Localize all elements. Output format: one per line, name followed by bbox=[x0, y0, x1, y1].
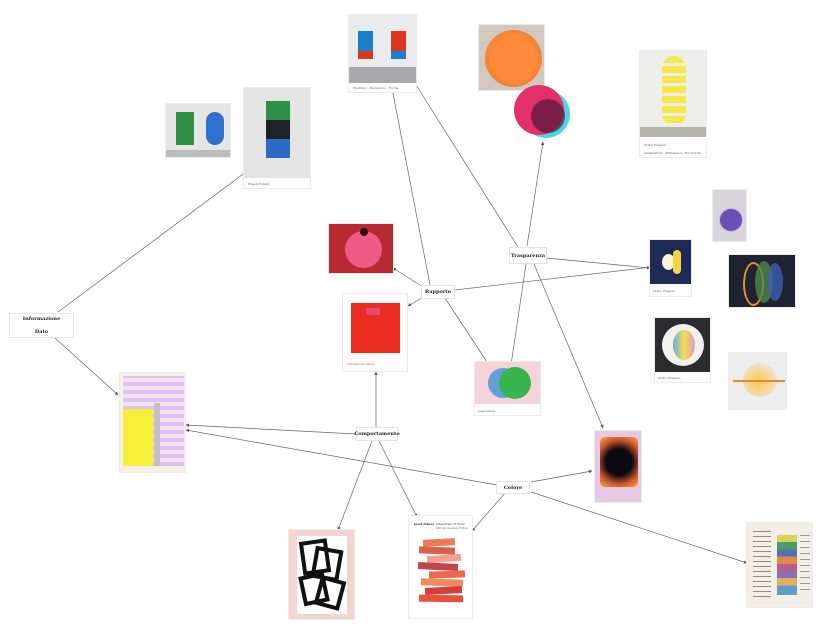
caption-yellow-2: Installazione · Riflessione · Movimento bbox=[644, 151, 702, 155]
edge-trasparenza-bilico bbox=[412, 79, 519, 248]
card-dark-glow[interactable] bbox=[594, 430, 642, 503]
card-yellow-sphere[interactable] bbox=[728, 352, 787, 410]
edge-trasparenza-pinkcircle bbox=[526, 141, 545, 247]
image-floor-grey bbox=[349, 67, 416, 83]
edge-informazione-green bbox=[57, 162, 259, 313]
image-green-panel bbox=[266, 101, 290, 120]
node-informazione-dato[interactable]: Informazione Dato bbox=[9, 313, 74, 338]
image-green-disc bbox=[499, 367, 531, 399]
node-trasparenza-label: Trasparenza bbox=[510, 252, 546, 259]
image-orange-glow bbox=[600, 437, 638, 487]
card-red-square[interactable]: Interazione colore bbox=[342, 293, 408, 372]
node-colore[interactable]: Colore bbox=[496, 481, 530, 494]
edge-trasparenza-lamp bbox=[545, 257, 651, 270]
image-pink-disc bbox=[345, 231, 382, 268]
book-subtitle: 50th Anniversary Edition bbox=[436, 527, 469, 530]
image-multicolor-ring bbox=[673, 330, 695, 360]
image-doc-lines-right bbox=[800, 535, 810, 595]
edge-colore-book bbox=[471, 492, 506, 532]
image-right-red bbox=[391, 31, 406, 51]
node-comportamento[interactable]: Comportamento bbox=[354, 427, 400, 441]
card-circles-installation[interactable]: Olafur Eliasson bbox=[654, 317, 711, 383]
caption-red-square: Interazione colore bbox=[347, 362, 374, 366]
caption-green-circle: Josef Albers bbox=[478, 409, 496, 413]
card-dark-ellipses[interactable] bbox=[728, 254, 796, 308]
caption-lamp: Olafur Eliasson bbox=[653, 289, 676, 293]
card-interaction-of-color-book[interactable]: Josef Albers Interaction of Color 50th A… bbox=[408, 515, 473, 619]
image-dark-dot bbox=[360, 228, 368, 236]
node-rapporto[interactable]: Rapporto bbox=[421, 285, 455, 299]
caption-circles: Olafur Eliasson bbox=[658, 376, 681, 380]
edge-rapporto-bilico bbox=[389, 82, 431, 286]
image-black-panel bbox=[266, 120, 290, 139]
edge-rapporto-pinksquare bbox=[392, 267, 424, 288]
image-left-blue bbox=[358, 31, 373, 51]
edge-rapporto-greencircle bbox=[444, 297, 490, 366]
card-pastel-squares[interactable] bbox=[119, 372, 186, 473]
image-green-rect bbox=[176, 112, 194, 145]
image-stack-4 bbox=[417, 561, 459, 572]
edge-colore-dark bbox=[530, 469, 593, 483]
overlapping-circles bbox=[514, 85, 570, 138]
edge-informazione-pastel bbox=[54, 337, 119, 396]
edge-comportamento-squares bbox=[337, 440, 373, 531]
edge-colore-document bbox=[530, 491, 748, 564]
card-green-circle[interactable]: Josef Albers bbox=[474, 361, 541, 416]
node-trasparenza[interactable]: Trasparenza bbox=[509, 247, 547, 264]
node-colore-label: Colore bbox=[503, 484, 523, 491]
card-orange-disc[interactable] bbox=[478, 24, 545, 91]
edge-rapporto-lamp bbox=[454, 265, 653, 291]
edge-comportamento-book bbox=[378, 440, 418, 518]
image-blue-panel bbox=[266, 139, 290, 158]
card-bilico[interactable]: Equilibrio · Percezione · Forma bbox=[348, 14, 417, 93]
image-floor bbox=[166, 150, 230, 157]
image-yellow-discs bbox=[662, 56, 686, 126]
edge-trasparenza-dark bbox=[533, 263, 604, 429]
image-overlapping-squares bbox=[297, 536, 347, 614]
image-pink-notch bbox=[366, 308, 380, 315]
image-right-blue bbox=[391, 51, 406, 59]
image-sphere-line bbox=[733, 380, 785, 382]
image-light bbox=[662, 254, 675, 270]
image-yellow-light bbox=[673, 250, 681, 274]
card-yellow-installation[interactable]: Olafur Eliasson Installazione · Riflessi… bbox=[639, 50, 707, 158]
image-stack-8 bbox=[418, 594, 464, 603]
image-blue-oval bbox=[206, 112, 224, 145]
image-grey-strip bbox=[154, 403, 160, 466]
card-color-document[interactable] bbox=[746, 522, 813, 608]
caption-kelly: Ellsworth Kelly bbox=[248, 182, 270, 186]
image-yellow-block bbox=[123, 409, 153, 466]
edge-comportamento-pastel bbox=[185, 423, 357, 435]
edge-trasparenza-greencircle bbox=[509, 263, 527, 366]
node-comportamento-label: Comportamento bbox=[354, 431, 400, 437]
card-purple-ring[interactable] bbox=[712, 189, 747, 242]
caption-bilico: Equilibrio · Percezione · Forma bbox=[353, 86, 399, 90]
node-rapporto-label: Rapporto bbox=[424, 289, 452, 295]
caption-yellow-1: Olafur Eliasson bbox=[644, 143, 667, 147]
image-left-red bbox=[358, 51, 373, 59]
card-black-squares[interactable] bbox=[288, 529, 355, 620]
node-dato-label: Dato bbox=[34, 329, 49, 335]
card-pink-circle[interactable] bbox=[328, 223, 394, 274]
node-informazione-label: Informazione bbox=[22, 316, 61, 322]
card-green-blue-shapes[interactable] bbox=[165, 103, 231, 158]
image-installation-floor bbox=[640, 127, 706, 137]
image-orange-circle bbox=[485, 30, 542, 87]
book-title: Interaction of Color bbox=[436, 522, 465, 526]
image-color-bars bbox=[777, 535, 797, 595]
card-kelly-panels[interactable]: Ellsworth Kelly bbox=[243, 87, 311, 189]
edge-colore-pastel bbox=[185, 428, 498, 486]
card-lamp[interactable]: Olafur Eliasson bbox=[649, 239, 692, 297]
book-author: Josef Albers bbox=[414, 522, 435, 526]
image-stack-5 bbox=[428, 570, 466, 579]
image-stack-2 bbox=[418, 546, 456, 555]
image-purple-disc bbox=[719, 208, 743, 232]
image-ellipse-blue bbox=[767, 263, 783, 301]
image-doc-lines bbox=[753, 531, 771, 601]
image-stack-7 bbox=[424, 586, 463, 595]
image-stack-1 bbox=[422, 538, 456, 547]
image-pink-teal-circle[interactable] bbox=[512, 83, 574, 141]
